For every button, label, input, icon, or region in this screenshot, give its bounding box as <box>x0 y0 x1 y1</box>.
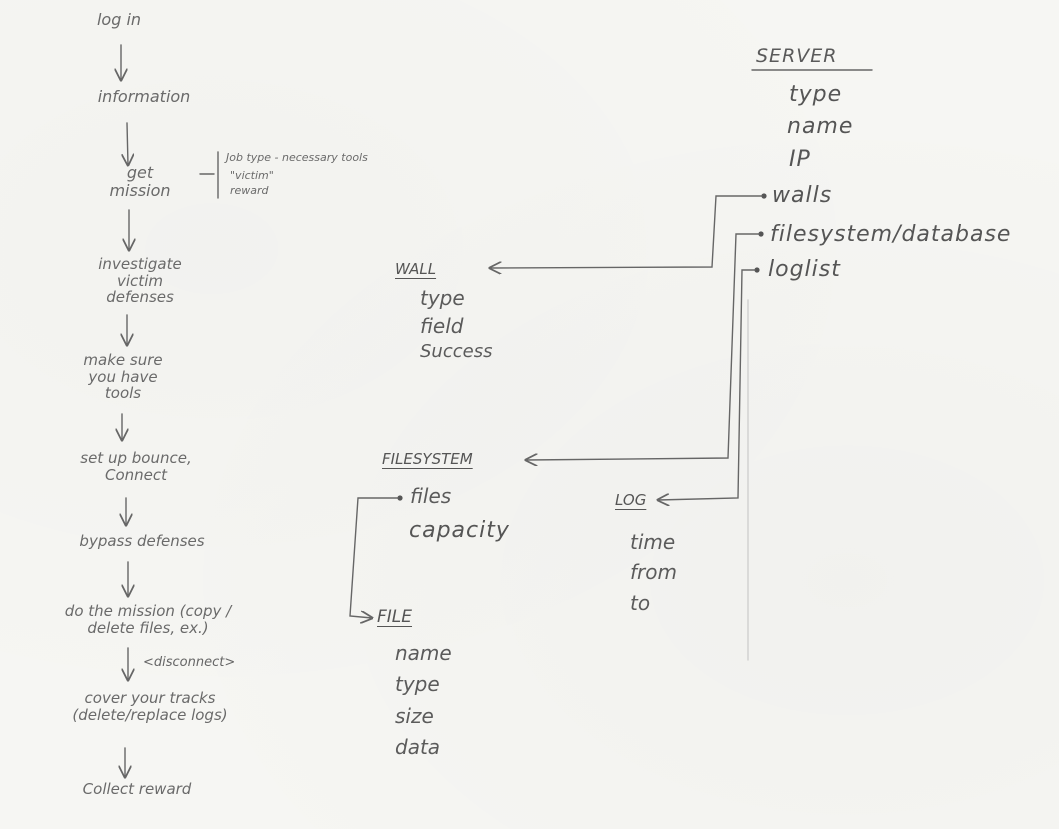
file-field-size: size <box>395 704 434 728</box>
server-field-loglist: loglist <box>768 257 841 282</box>
wall-field-type: type <box>420 286 465 310</box>
file-field-name: name <box>395 641 452 665</box>
server-title: SERVER <box>756 45 838 67</box>
loglist-to-log-arrow <box>658 269 756 500</box>
filesystem-field-files: files <box>410 484 452 508</box>
filesystem-to-filesystem-arrow <box>526 233 760 460</box>
server-field-ip: IP <box>789 147 811 172</box>
wall-field-field: field <box>420 314 464 338</box>
file-field-data: data <box>395 735 441 759</box>
flow-step-tools: make sure you have tools <box>83 351 163 402</box>
flow-step-bypass: bypass defenses <box>79 532 205 550</box>
log-title: LOG <box>615 491 647 509</box>
server-field-name: name <box>787 114 854 139</box>
flow-step-bounce: set up bounce, Connect <box>80 449 192 484</box>
flow-step-login: log in <box>96 10 142 29</box>
flow-arrow-2 <box>127 122 128 165</box>
server-field-filesystem: filesystem/database <box>770 222 1012 247</box>
log-field-time: time <box>630 530 676 554</box>
file-field-type: type <box>395 672 440 696</box>
server-field-walls: walls <box>772 183 833 208</box>
mission-note-line3: reward <box>230 184 269 197</box>
mission-note-line1: Job type - necessary tools <box>226 151 368 164</box>
flow-step-information: information <box>97 87 191 106</box>
flow-step-investigate: investigate victim defenses <box>98 255 182 306</box>
flow-arrows <box>121 44 129 777</box>
disconnect-note: <disconnect> <box>143 655 236 670</box>
walls-to-wall-arrow <box>490 195 763 268</box>
flow-step-mission: do the mission (copy / delete files, ex.… <box>64 602 232 637</box>
filesystem-title: FILESYSTEM <box>382 450 473 468</box>
server-field-type: type <box>789 82 843 107</box>
mission-note-line2: "victim" <box>230 169 274 182</box>
log-field-from: from <box>630 560 677 584</box>
file-title: FILE <box>377 607 413 627</box>
log-field-to: to <box>630 591 651 615</box>
wall-title: WALL <box>395 260 437 278</box>
filesystem-field-capacity: capacity <box>409 518 510 543</box>
wall-field-success: Success <box>420 341 493 362</box>
flow-step-get-mission: get mission <box>109 163 171 200</box>
files-to-file-arrow <box>349 497 399 618</box>
flow-step-reward: Collect reward <box>82 780 192 798</box>
flow-step-cover: cover your tracks (delete/replace logs) <box>72 689 228 724</box>
